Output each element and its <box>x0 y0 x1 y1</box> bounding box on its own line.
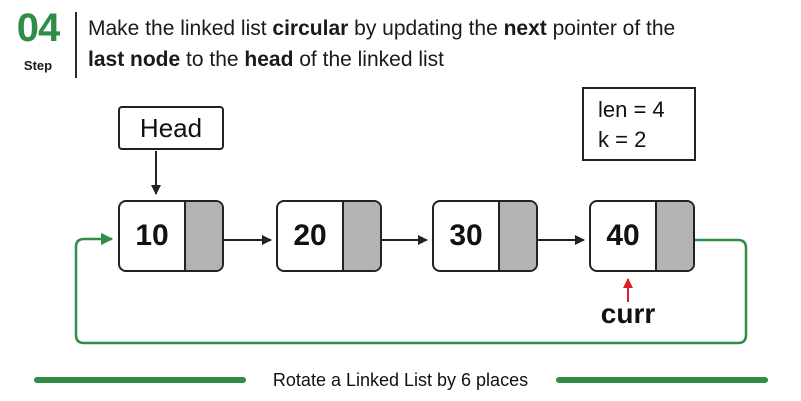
footer-title: Rotate a Linked List by 6 places <box>0 368 801 392</box>
step-label: Step <box>23 58 53 73</box>
node-value: 40 <box>606 219 640 252</box>
circular-link-arrow <box>74 232 748 345</box>
node-value: 20 <box>293 219 327 252</box>
node-value: 30 <box>449 219 483 252</box>
instruction-part: Make the linked list <box>88 17 273 40</box>
node-next-pointer <box>655 202 693 270</box>
instruction-part: of the linked list <box>293 48 445 71</box>
step-instruction: Make the linked list circular by updatin… <box>88 13 788 75</box>
instruction-part-bold: circular <box>272 17 349 40</box>
instruction-part: to the <box>180 48 245 71</box>
instruction-part-bold: last node <box>88 48 181 71</box>
info-box: len = 4 k = 2 <box>582 87 696 161</box>
list-node: 40 <box>589 200 695 272</box>
head-label-box: Head <box>118 106 224 150</box>
footer-title-text: Rotate a Linked List by 6 places <box>266 370 535 390</box>
list-node: 10 <box>118 200 224 272</box>
curr-label: curr <box>600 298 656 329</box>
instruction-part-bold: next <box>503 17 547 40</box>
step-divider <box>75 12 77 78</box>
list-node: 20 <box>276 200 382 272</box>
step-number: 04 <box>16 6 61 50</box>
list-node: 30 <box>432 200 538 272</box>
instruction-part: by updating the <box>348 17 504 40</box>
instruction-part: pointer of the <box>546 17 676 40</box>
footer-right-line <box>556 377 768 383</box>
footer-left-line <box>34 377 246 383</box>
instruction-part-bold: head <box>244 48 294 71</box>
node-next-pointer <box>184 202 222 270</box>
k-value: k = 2 <box>598 127 647 152</box>
node-value: 10 <box>135 219 169 252</box>
len-value: len = 4 <box>598 97 665 122</box>
node-next-pointer <box>342 202 380 270</box>
node-next-pointer <box>498 202 536 270</box>
